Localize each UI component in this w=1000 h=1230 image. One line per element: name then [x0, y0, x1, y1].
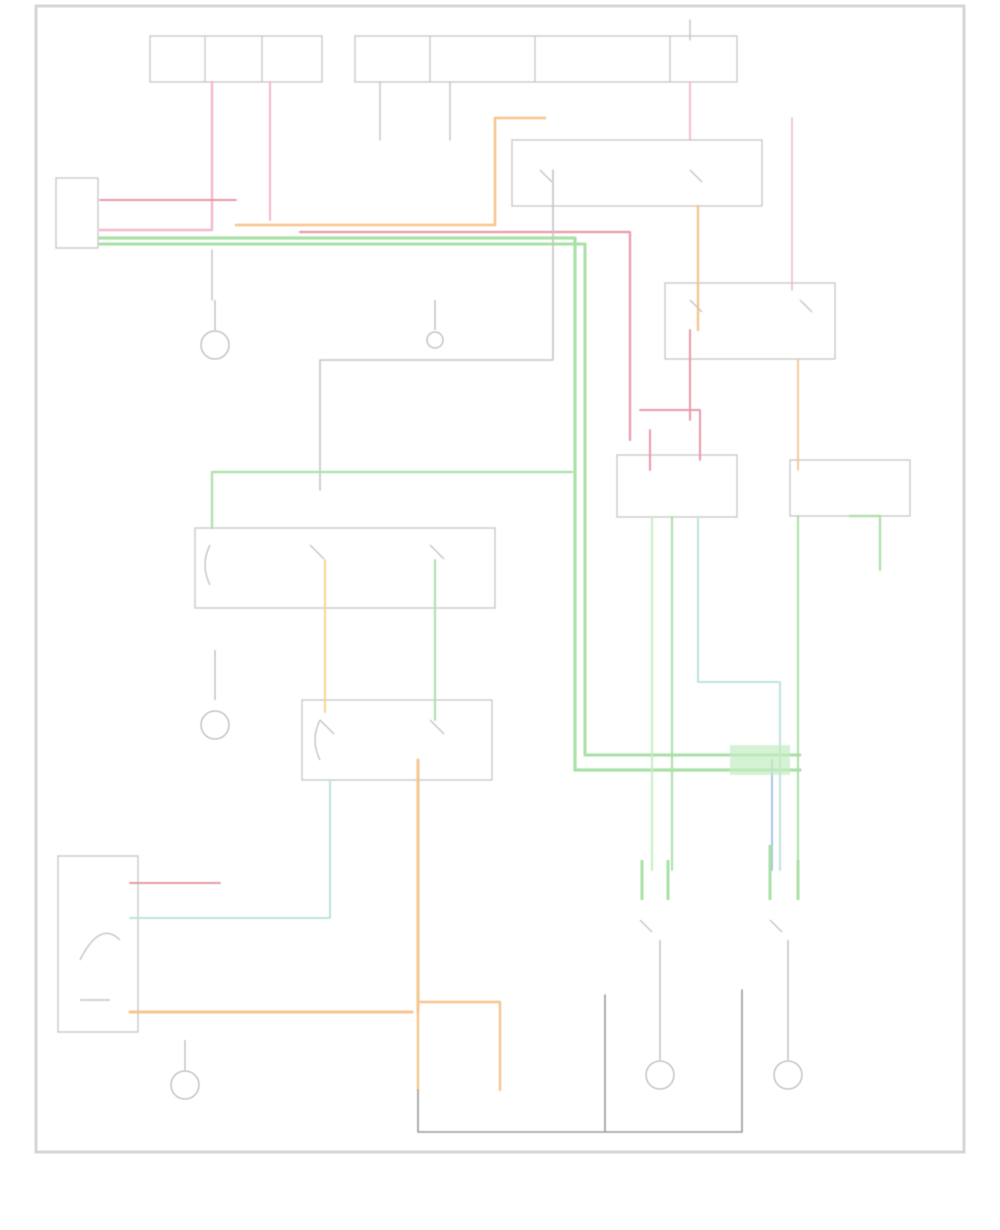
wire-red-cluster [639, 329, 701, 471]
connector-left [55, 177, 99, 249]
wire-green-loop [210, 470, 574, 530]
wire-red-right [298, 230, 632, 442]
connector-pins-right [768, 845, 800, 900]
ground-symbol-1 [200, 300, 230, 360]
wire-light-blue-left [129, 779, 331, 919]
component-lower-left [57, 855, 139, 1033]
ground-symbol-5 [773, 940, 803, 1090]
wire-gray-1 [319, 169, 554, 491]
wire-orange-branch [416, 1000, 502, 1092]
wire-green-stub [848, 514, 882, 572]
wire-orange-vertical [128, 758, 420, 1014]
ground-symbol-2 [200, 650, 230, 740]
relay-contacts [79, 169, 813, 1001]
ground-symbol-4 [645, 940, 675, 1090]
splice-junction [730, 745, 790, 775]
top-fuse-block-left [149, 35, 323, 83]
wire-light-blue [697, 516, 781, 871]
switch-block-upper [194, 527, 496, 609]
wire-ground-return [417, 989, 743, 1133]
top-fuse-block-right [354, 35, 738, 83]
wire-green-bus-2 [98, 242, 802, 757]
connector-pins-left [640, 860, 670, 900]
relay-box-upper [511, 139, 763, 207]
wire-pink-1 [98, 80, 214, 232]
ground-symbol-3 [170, 1040, 200, 1100]
wire-orange-bus [234, 116, 547, 227]
wire-gray-2 [211, 19, 691, 301]
ground-symbol-6 [426, 300, 444, 349]
relay-box-middle [664, 282, 836, 360]
wire-green-bus [98, 236, 802, 772]
switch-block-lower [301, 699, 493, 781]
diagram-frame [34, 4, 966, 1154]
relay-box-lower [616, 454, 738, 518]
